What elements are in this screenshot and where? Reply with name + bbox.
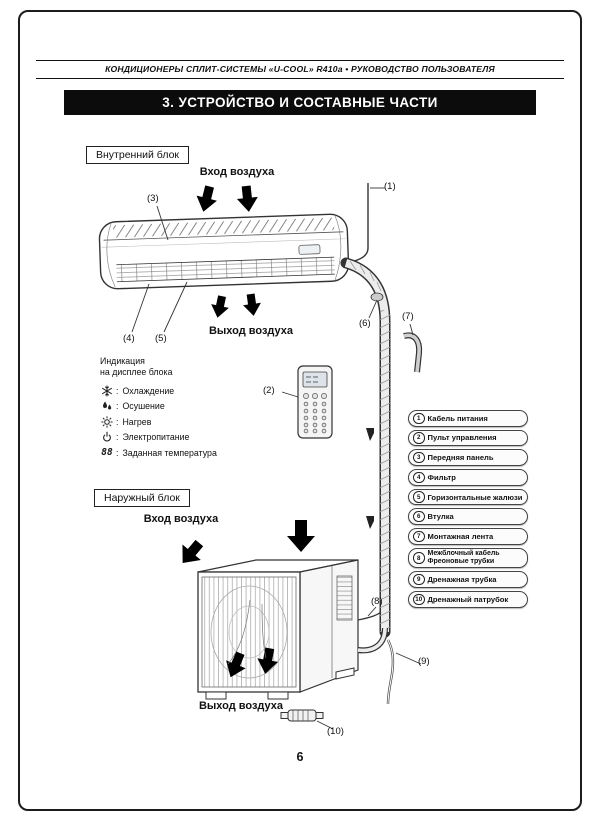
callout-1: (1) xyxy=(384,181,396,192)
part-label: Горизонтальные жалюзи xyxy=(427,492,523,502)
section-title: 3. УСТРОЙСТВО И СОСТАВНЫЕ ЧАСТИ xyxy=(64,90,536,115)
outdoor-air-outlet-label: Выход воздуха xyxy=(198,700,284,712)
callout-3: (3) xyxy=(147,193,159,204)
part-item-3: 3 Передняя панель xyxy=(408,449,528,466)
callout-5: (5) xyxy=(155,333,167,344)
part-number: 7 xyxy=(413,530,425,543)
page-number: 6 xyxy=(296,750,304,764)
mounting-strap-drawing xyxy=(403,332,423,373)
legend-item-temperature: 88 : Заданная температура xyxy=(101,447,217,459)
part-label: Дренажный патрубок xyxy=(427,594,509,604)
sun-icon xyxy=(100,416,114,428)
header-text: КОНДИЦИОНЕРЫ СПЛИТ-СИСТЕМЫ «U-COOL» R410… xyxy=(105,64,495,74)
part-number: 9 xyxy=(413,573,425,586)
legend-label-heating: Нагрев xyxy=(122,416,152,427)
legend-item-power: : Электропитание xyxy=(100,430,275,446)
pipe-drawing xyxy=(340,257,391,638)
outdoor-unit-drawing xyxy=(197,559,359,700)
power-icon xyxy=(100,431,114,443)
part-item-1: 1 Кабель питания xyxy=(408,410,528,427)
part-number: 4 xyxy=(413,471,425,484)
outdoor-air-inlet-arrows xyxy=(182,520,315,563)
indoor-unit-heading: Внутренний блок xyxy=(86,146,190,164)
legend-item-drying: : Осушение xyxy=(100,399,275,415)
part-number: 8 xyxy=(413,552,425,564)
callout-6: (6) xyxy=(359,318,371,329)
part-item-6: 6 Втулка xyxy=(408,508,528,525)
parts-list: 1 Кабель питания 2 Пульт управления 3 Пе… xyxy=(408,410,528,611)
legend-label-temperature: Заданная температура xyxy=(122,447,217,458)
part-item-5: 5 Горизонтальные жалюзи xyxy=(408,488,528,506)
display-legend: Индикация на дисплее блока : Охлаждение xyxy=(100,356,275,461)
drops-icon xyxy=(100,400,114,412)
indoor-unit-drawing xyxy=(98,213,350,290)
indoor-air-inlet-label: Вход воздуха xyxy=(199,166,275,178)
part-label: Межблочный кабель Фреоновые трубки xyxy=(427,550,500,565)
power-cable-drawing xyxy=(349,183,369,263)
legend-label-power: Электропитание xyxy=(122,432,190,443)
callout-8: (8) xyxy=(371,596,383,607)
legend-item-heating: : Нагрев xyxy=(100,414,275,430)
part-number: 1 xyxy=(413,412,425,424)
outlet-flow-lines xyxy=(227,599,267,665)
legend-label-drying: Осушение xyxy=(122,401,165,412)
callout-leader-lines xyxy=(131,187,422,730)
screw-icons xyxy=(366,428,374,529)
callout-2: (2) xyxy=(263,385,275,396)
outdoor-unit-heading: Наружный блок xyxy=(94,489,190,507)
part-label: Дренажная трубка xyxy=(427,575,497,585)
part-item-7: 7 Монтажная лента xyxy=(408,528,528,545)
snowflake-icon xyxy=(100,385,114,397)
indoor-air-inlet-arrows xyxy=(196,185,258,212)
part-label: Фильтр xyxy=(427,472,456,482)
temperature-digits-icon: 88 xyxy=(101,447,113,459)
callout-10: (10) xyxy=(327,726,344,737)
part-item-9: 9 Дренажная трубка xyxy=(408,571,528,588)
page-header: КОНДИЦИОНЕРЫ СПЛИТ-СИСТЕМЫ «U-COOL» R410… xyxy=(36,60,564,79)
part-label: Втулка xyxy=(427,512,454,522)
outdoor-air-outlet-arrows xyxy=(226,647,279,678)
remote-control-drawing xyxy=(297,365,333,439)
callout-7: (7) xyxy=(402,311,414,322)
indoor-air-outlet-arrows xyxy=(211,293,261,318)
part-number: 6 xyxy=(413,510,425,523)
display-window xyxy=(298,244,321,255)
legend-title: Индикация на дисплее блока xyxy=(100,356,173,377)
callout-4: (4) xyxy=(123,333,135,344)
part-number: 10 xyxy=(413,593,425,606)
legend-label-cooling: Охлаждение xyxy=(122,385,175,396)
interunit-cable-drawing xyxy=(357,611,388,654)
part-item-10: 10 Дренажный патрубок xyxy=(408,591,528,608)
page-border xyxy=(18,10,582,811)
part-item-4: 4 Фильтр xyxy=(408,469,528,486)
part-label: Монтажная лента xyxy=(427,531,494,541)
bushing-drawing xyxy=(370,292,384,302)
outdoor-air-inlet-label: Вход воздуха xyxy=(143,513,219,525)
part-label: Пульт управления xyxy=(427,433,497,443)
part-number: 2 xyxy=(413,432,425,444)
part-label: Кабель питания xyxy=(427,413,488,423)
callout-9: (9) xyxy=(418,656,430,667)
part-number: 3 xyxy=(413,451,425,464)
part-label: Передняя панель xyxy=(427,453,494,463)
drain-drawing xyxy=(280,639,395,722)
part-item-8: 8 Межблочный кабель Фреоновые трубки xyxy=(408,547,528,569)
indoor-air-outlet-label: Выход воздуха xyxy=(208,325,294,337)
part-number: 5 xyxy=(413,491,425,503)
part-item-2: 2 Пульт управления xyxy=(408,429,528,447)
legend-item-cooling: : Охлаждение xyxy=(100,383,275,399)
